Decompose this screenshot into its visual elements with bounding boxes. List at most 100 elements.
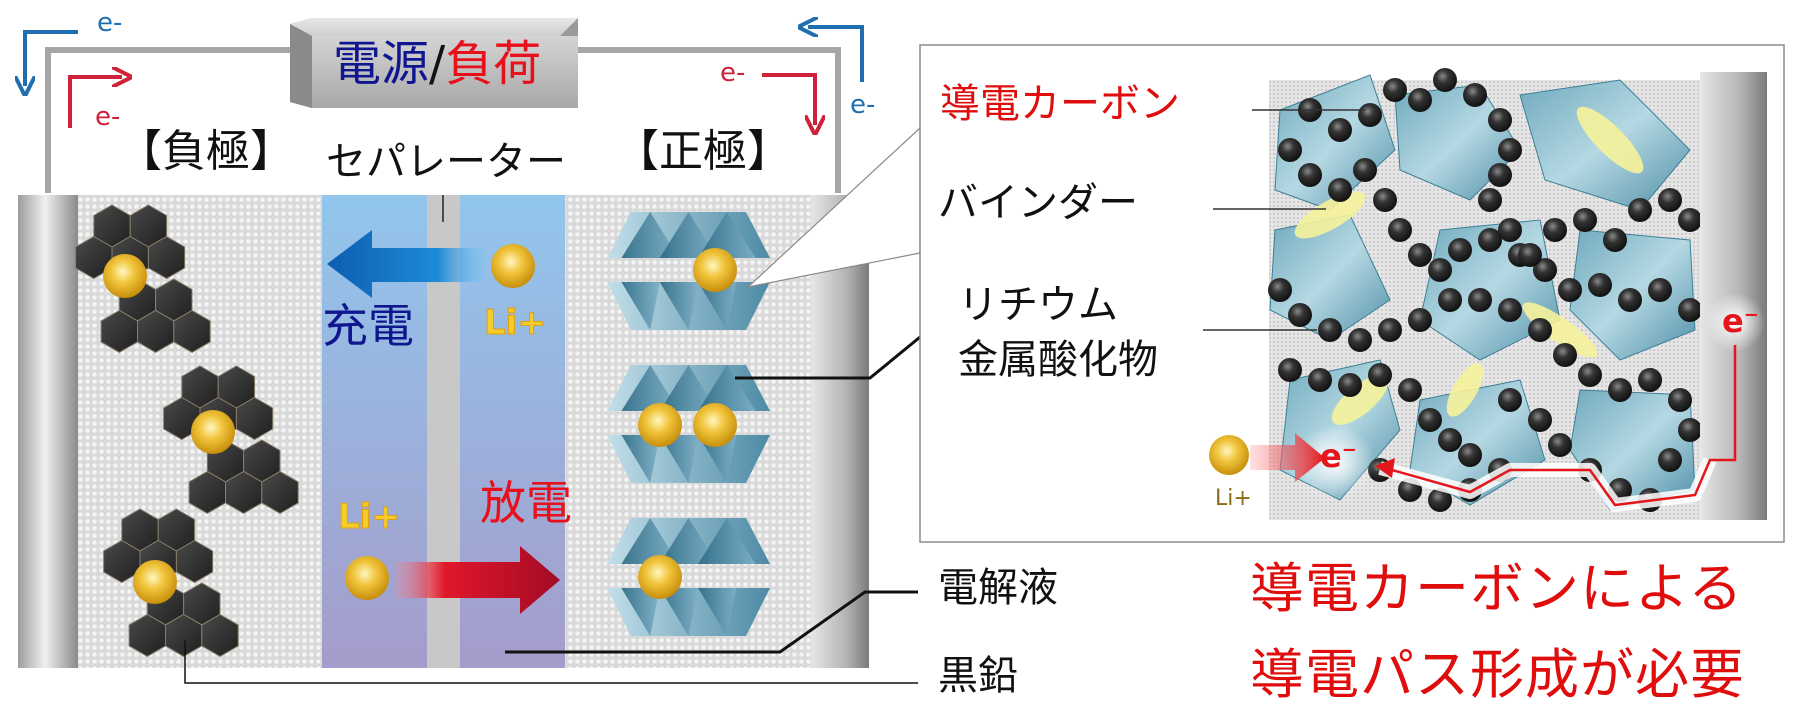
carbon-particle [1498,298,1522,322]
oxide-octahedron [621,212,679,258]
carbon-particle [1533,258,1557,282]
graphite-hexagon [235,396,274,441]
carbon-particle [1428,488,1452,512]
electron-glow-right [1705,292,1765,352]
li-ion-charge [491,244,535,288]
charge-label: 充電 [322,299,414,353]
carbon-particle [1678,298,1702,322]
detail-li-ion [1209,435,1249,475]
conduction-path [1384,345,1737,507]
carbon-particle [1353,158,1377,182]
carbon-particle [1488,163,1512,187]
summary-line-1: 導電カーボンによる [1250,557,1744,620]
carbon-particle [1308,368,1332,392]
carbon-particle [1588,273,1612,297]
circuit-wire [45,47,841,193]
electrolyte-leader [505,590,918,654]
oxide-octahedron [621,365,679,411]
carbon-particle [1638,368,1662,392]
electron-arrow-left-blue [25,30,78,86]
cathode-stack [607,518,770,636]
li-ion-intercalated [638,403,682,447]
graphite-hexagon [128,613,166,657]
carbon-particle [1648,278,1672,302]
graphite-clusters [75,204,299,657]
carbon-particle [1408,308,1432,332]
carbon-particle [1418,408,1442,432]
graphite-hexagon [201,613,239,657]
carbon-particle [1528,318,1552,342]
carbon-particle [1433,68,1457,92]
carbon-particle [1478,228,1502,252]
carbon-particle [1373,188,1397,212]
carbon-particle [1628,198,1652,222]
carbon-particle [1358,103,1382,127]
carbon-particle [1348,328,1372,352]
carbon-particle [1458,443,1482,467]
graphite-cluster [163,365,299,514]
li-ion-intercalated [638,555,682,599]
cathode-collector [811,195,869,668]
carbon-particle [1603,228,1627,252]
carbon-particle [1278,358,1302,382]
oxide-octahedron [698,435,737,483]
carbon-particle [1528,408,1552,432]
carbon-particle [1328,118,1352,142]
power-load-box [290,18,578,108]
carbon-particle [1498,138,1522,162]
carbon-particle [1518,243,1542,267]
electron-label-left-blue: e- [97,8,123,38]
oxide-leader [735,331,926,380]
carbon-particle [1608,378,1632,402]
discharge-label: 放電 [480,476,572,530]
carbon-particle [1463,83,1487,107]
carbon-particle [1398,378,1422,402]
carbon-particle [1278,138,1302,162]
oxide-octahedron [659,435,699,483]
discharge-arrow [395,546,560,614]
electron-symbol: e [1722,302,1744,340]
graphite-leader [184,640,918,684]
carbon-particle [1408,243,1432,267]
li-ion-intercalated [693,403,737,447]
detail-li-arrow [1250,433,1325,482]
oxide-octahedron [621,518,679,564]
li-ion-intercalated [693,248,737,292]
electrode-microstructure [1268,68,1704,520]
carbon-particle [1368,363,1392,387]
oxide-octahedron [698,365,756,411]
li-ion-intercalated [133,560,177,604]
detail-electron-right: e− [1722,302,1759,340]
binder-blob [1446,363,1484,417]
carbon-particle [1678,418,1702,442]
carbon-particle [1498,218,1522,242]
oxide-octahedron [698,518,756,564]
cathode-stack [607,365,770,483]
li-ion-label-bottom: Li+ [338,497,401,537]
oxide-octahedron [659,212,718,258]
oxide-octahedron [698,212,756,258]
li-ion-label-top: Li+ [484,303,547,343]
graphite-hexagon [261,470,299,514]
carbon-particle [1428,258,1452,282]
carbon-particle [1468,288,1492,312]
carbon-particle [1658,188,1682,212]
carbon-particle [1338,373,1362,397]
graphite-hexagon [147,235,186,280]
lithium-oxide-label-line1: リチウム [958,282,1118,328]
carbon-particle [1408,88,1432,112]
cathode-stack [607,212,770,330]
cathode-oxide-stacks [607,212,770,636]
carbon-particle [1318,318,1342,342]
graphite-hexagon [175,539,214,584]
carbon-particle [1478,188,1502,212]
detail-electron-left: e− [1320,437,1357,475]
carbon-particle [1578,363,1602,387]
carbon-particle [1678,208,1702,232]
separator-label: セパレーター [326,139,566,185]
anode-label: 【負極】 [118,126,294,177]
oxide-octahedron [698,588,737,636]
power-slash: / [429,36,446,92]
carbon-particle [1438,288,1462,312]
